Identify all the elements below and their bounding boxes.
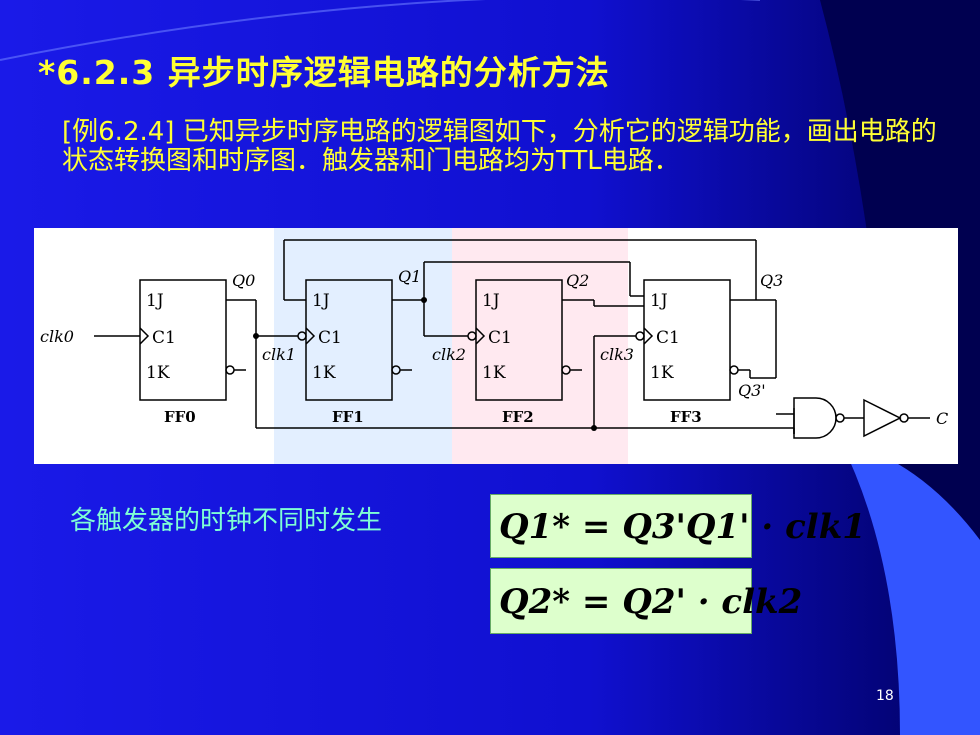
ff2-pin-c: C1 <box>488 328 512 348</box>
q3-not-label: Q3' <box>738 381 766 400</box>
equation-q1: Q1* = Q3'Q1' · clk1 <box>490 494 866 558</box>
ff1-region <box>274 228 452 464</box>
ff0-pin-j: 1J <box>146 291 164 311</box>
ff0-label: FF0 <box>164 408 196 426</box>
q3-label: Q3 <box>760 271 783 290</box>
ff3-label: FF3 <box>670 408 702 426</box>
ff1-pin-j: 1J <box>312 291 330 311</box>
q1-label: Q1 <box>398 267 421 286</box>
clock-note: 各触发器的时钟不同时发生 <box>70 506 383 536</box>
ff1-box <box>305 279 393 401</box>
ff3-pin-j: 1J <box>650 291 668 311</box>
q0-label: Q0 <box>232 271 255 290</box>
clk3-label: clk3 <box>600 345 634 364</box>
ff2-label: FF2 <box>502 408 534 426</box>
ff2-pin-j: 1J <box>482 291 500 311</box>
logic-circuit-diagram: 1J C1 1K 1J C1 1K 1J C1 1K 1J C1 1K FF0 … <box>34 228 958 464</box>
equation-q2: Q2* = Q2' · clk2 <box>490 568 802 634</box>
ff3-pin-k: 1K <box>650 363 674 383</box>
ff0-box <box>139 279 227 401</box>
q2-label: Q2 <box>566 271 589 290</box>
ff3-pin-c: C1 <box>656 328 680 348</box>
page-number: 18 <box>876 688 894 704</box>
ff0-pin-k: 1K <box>146 363 170 383</box>
clk1-label: clk1 <box>262 345 296 364</box>
ff2-pin-k: 1K <box>482 363 506 383</box>
output-c-label: C <box>936 409 948 428</box>
ff3-box <box>643 279 731 401</box>
clk0-label: clk0 <box>40 327 74 346</box>
slide-title: *6.2.3 异步时序逻辑电路的分析方法 <box>38 53 610 92</box>
inverter <box>863 398 902 438</box>
ff0-pin-c: C1 <box>152 328 176 348</box>
ff1-pin-c: C1 <box>318 328 342 348</box>
ff2-box <box>475 279 563 401</box>
ff2-region <box>452 228 628 464</box>
example-text: [例6.2.4] 已知异步时序电路的逻辑图如下，分析它的逻辑功能，画出电路的状态… <box>62 117 937 176</box>
ff1-pin-k: 1K <box>312 363 336 383</box>
clk2-label: clk2 <box>432 345 466 364</box>
ff1-label: FF1 <box>332 408 364 426</box>
